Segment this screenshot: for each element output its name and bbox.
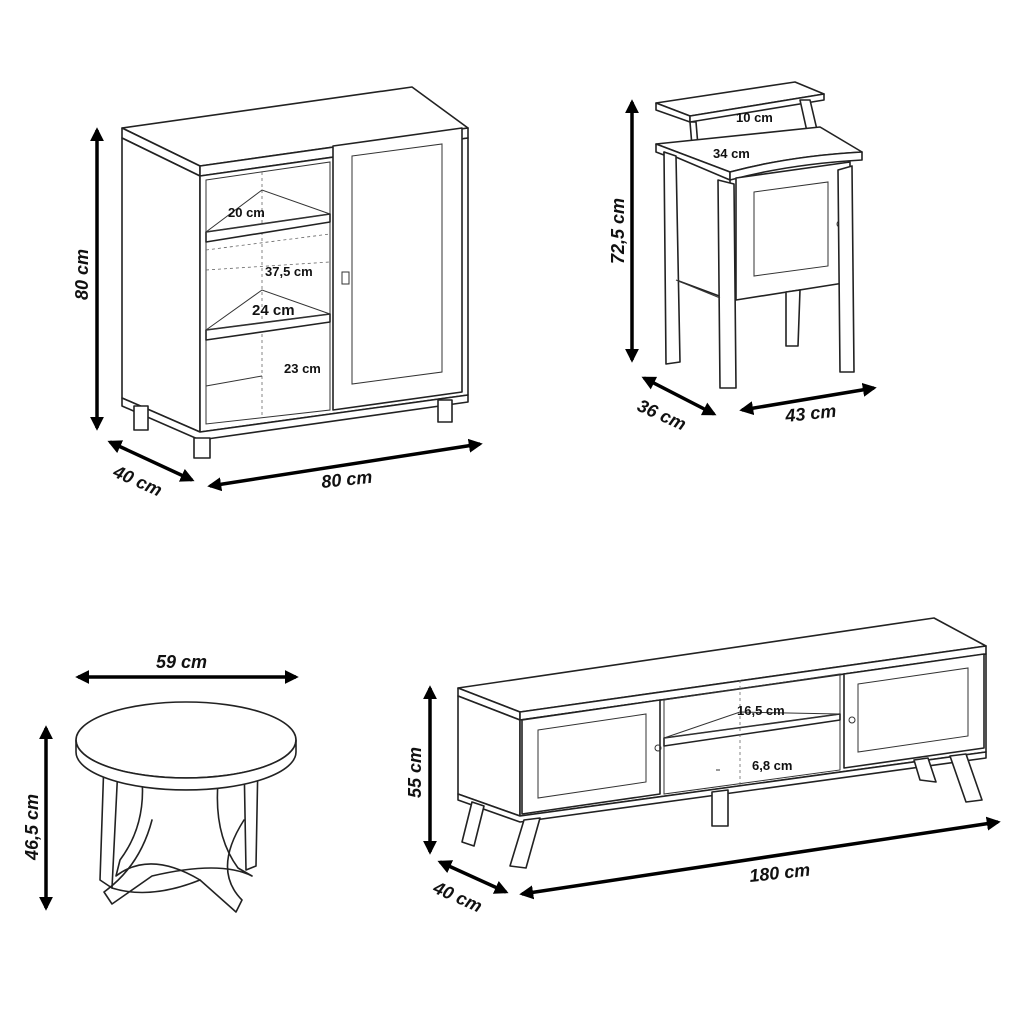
cabinet-height-label: 80 cm bbox=[72, 249, 92, 300]
tv-stand-shelf-lower-label: 6,8 cm bbox=[752, 758, 792, 773]
nightstand-riser-label: 10 cm bbox=[736, 110, 773, 125]
tv-stand-drawing bbox=[457, 617, 987, 869]
side-table-drawing bbox=[75, 701, 297, 913]
nightstand-width-label: 43 cm bbox=[783, 401, 837, 426]
tv-stand-width-label: 180 cm bbox=[748, 860, 811, 886]
cabinet-width-label: 80 cm bbox=[320, 467, 373, 492]
nightstand-drawing bbox=[655, 81, 863, 389]
tv-stand-shelf-upper-label: 16,5 cm bbox=[737, 703, 785, 718]
tv-stand-height-label: 55 cm bbox=[405, 747, 425, 798]
side-table-height-label: 46,5 cm bbox=[22, 794, 42, 861]
cabinet-drawing bbox=[121, 86, 469, 459]
cabinet-depth-label: 40 cm bbox=[109, 461, 165, 500]
nightstand-top-depth-label: 34 cm bbox=[713, 146, 750, 161]
cabinet-shelf-2-label: 37,5 cm bbox=[265, 264, 313, 279]
cabinet-shelf-4-label: 23 cm bbox=[284, 361, 321, 376]
nightstand-depth-label: 36 cm bbox=[634, 395, 689, 434]
tv-stand-depth-label: 40 cm bbox=[429, 877, 485, 916]
nightstand-height-label: 72,5 cm bbox=[608, 198, 628, 264]
side-table-diameter-label: 59 cm bbox=[156, 652, 207, 672]
cabinet-shelf-1-label: 20 cm bbox=[228, 205, 265, 220]
cabinet-shelf-3-label: 24 cm bbox=[252, 302, 295, 319]
